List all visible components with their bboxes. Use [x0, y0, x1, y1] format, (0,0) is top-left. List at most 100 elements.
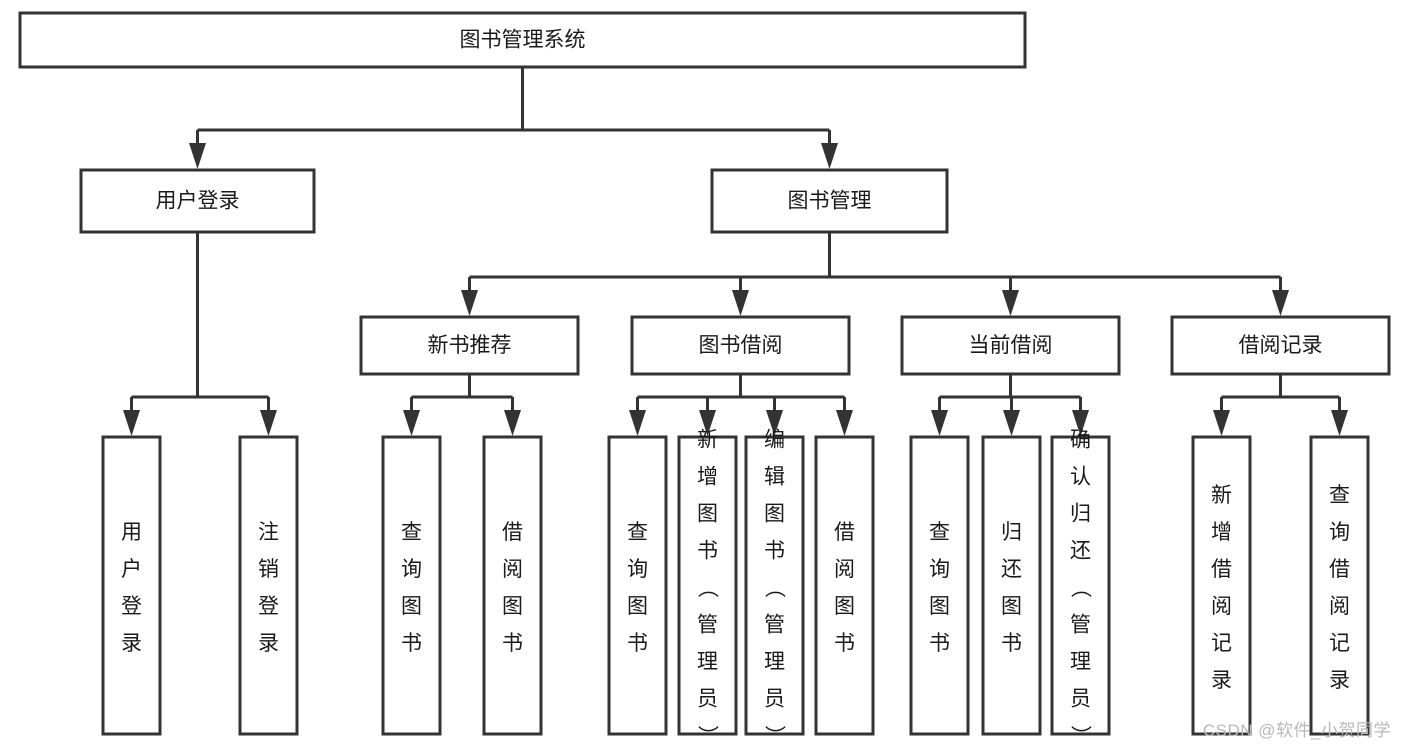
arrow-head-icon — [260, 410, 277, 436]
node-label-char: 询 — [627, 558, 648, 581]
node-label: 借阅记录 — [1239, 334, 1323, 357]
node-label-char: 用 — [121, 521, 142, 544]
arrow-head-icon — [732, 290, 749, 316]
node-label-char: 书 — [764, 540, 785, 563]
node-label-char: 销 — [258, 558, 279, 581]
node-label-char: 图 — [1001, 595, 1022, 618]
node-label-char: 员 — [697, 688, 718, 711]
node-label-char: 登 — [258, 595, 279, 618]
node-book-borrow[interactable]: 图书借阅 — [630, 315, 851, 376]
node-label-char: 图 — [502, 595, 523, 618]
node-box — [710, 168, 949, 234]
node-label-char: （ — [696, 577, 719, 598]
node-label-char: 查 — [1329, 484, 1350, 507]
node-label-char: 增 — [1211, 521, 1232, 544]
node-label-char: 登 — [121, 595, 142, 618]
node-label-char: 认 — [1070, 466, 1091, 489]
node-label-char: （ — [763, 577, 786, 598]
node-label-char: 记 — [1329, 632, 1350, 655]
node-label-char: 图 — [834, 595, 855, 618]
arrow-head-icon — [1213, 410, 1230, 436]
arrow-head-icon — [461, 290, 478, 316]
node-root[interactable]: 图书管理系统 — [18, 11, 1027, 69]
node-label-char: （ — [1069, 577, 1092, 598]
arrow-head-icon — [931, 410, 948, 436]
node-box — [1309, 435, 1370, 736]
arrow-head-icon — [1072, 410, 1089, 436]
node-box — [381, 435, 442, 736]
node-label: 图书借阅 — [699, 334, 783, 357]
node-label-char: 书 — [1001, 632, 1022, 655]
arrow-head-icon — [699, 410, 716, 436]
arrow-head-icon — [403, 410, 420, 436]
node-label-char: 管 — [1070, 614, 1091, 637]
node-box — [900, 315, 1121, 376]
node-label-char: 管 — [764, 614, 785, 637]
node-label: 用户登录 — [156, 190, 240, 213]
node-leaf-user-login[interactable]: 用户登录 — [101, 435, 162, 736]
arrow-head-icon — [504, 410, 521, 436]
node-label-char: 管 — [697, 614, 718, 637]
node-label-char: 阅 — [1211, 595, 1232, 618]
node-label-char: 图 — [697, 503, 718, 526]
arrow-head-icon — [1331, 410, 1348, 436]
node-label: 图书管理系统 — [460, 29, 586, 52]
node-label-char: 询 — [1329, 521, 1350, 544]
node-label-char: 图 — [764, 503, 785, 526]
node-user-login[interactable]: 用户登录 — [79, 168, 316, 234]
node-label-char: 还 — [1001, 558, 1022, 581]
node-box — [482, 435, 543, 736]
node-label-char: 录 — [1211, 669, 1232, 692]
node-new-book-rec[interactable]: 新书推荐 — [359, 315, 580, 376]
node-label-char: 阅 — [502, 558, 523, 581]
arrow-head-icon — [1003, 410, 1020, 436]
node-label-char: 查 — [929, 521, 950, 544]
node-box — [981, 435, 1042, 736]
node-label-char: 图 — [401, 595, 422, 618]
node-label-char: 借 — [1329, 558, 1350, 581]
node-label-char: 还 — [1070, 540, 1091, 563]
node-label-char: 图 — [627, 595, 648, 618]
node-box — [238, 435, 299, 736]
node-borrow-record[interactable]: 借阅记录 — [1170, 315, 1391, 376]
node-label-char: 书 — [401, 632, 422, 655]
node-label-char: 归 — [1070, 503, 1091, 526]
node-label-char: 书 — [502, 632, 523, 655]
node-label: 当前借阅 — [969, 334, 1053, 357]
node-box — [18, 11, 1027, 69]
node-book-manage[interactable]: 图书管理 — [710, 168, 949, 234]
node-label-char: 阅 — [1329, 595, 1350, 618]
node-box — [101, 435, 162, 736]
node-box — [1170, 315, 1391, 376]
node-current-borrow[interactable]: 当前借阅 — [900, 315, 1121, 376]
node-label-char: 借 — [1211, 558, 1232, 581]
arrow-head-icon — [836, 410, 853, 436]
node-label-char: 阅 — [834, 558, 855, 581]
arrow-head-icon — [821, 143, 838, 169]
node-label-char: 录 — [121, 632, 142, 655]
node-box — [909, 435, 970, 736]
node-label-char: 确 — [1070, 429, 1091, 452]
node-label-char: 新 — [697, 429, 718, 452]
node-label-char: 归 — [1001, 521, 1022, 544]
arrow-head-icon — [1002, 290, 1019, 316]
node-label-char: 录 — [258, 632, 279, 655]
node-label-char: 员 — [1070, 688, 1091, 711]
node-box — [607, 435, 668, 736]
arrow-head-icon — [123, 410, 140, 436]
arrow-head-icon — [629, 410, 646, 436]
node-label-char: 借 — [502, 521, 523, 544]
node-label-char: 查 — [401, 521, 422, 544]
